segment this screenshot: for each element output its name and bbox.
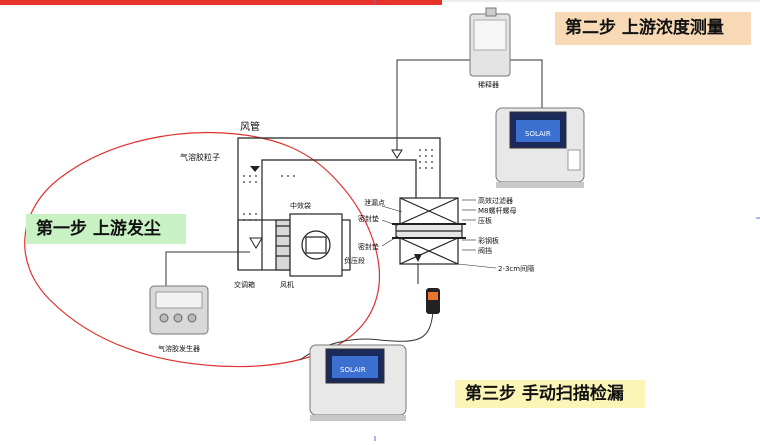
aerosol-particles-label: 气溶胶粒子 [180,153,220,162]
step1-outline [24,131,380,368]
top-red-bar [0,0,442,5]
transition-box-label: 交调箱 [234,281,255,289]
seal-pad-top-label: 密封垫 [358,215,379,223]
aerosol-generator-label: 气溶胶发生器 [158,345,200,353]
hepa-filter-box [392,197,466,265]
air-handling-unit [237,213,351,277]
upstream-particle-counter [495,107,585,188]
aerosol-generator-device [149,285,209,335]
baffle-label: 阀挡 [478,247,492,255]
color-steel-plate-label: 彩钢板 [478,237,499,245]
duct [237,137,441,270]
fan-label: 风机 [280,281,294,289]
hepa-filter-label: 高效过滤器 [478,197,513,205]
annotation-leaders [381,199,497,269]
gap-label: 2-3cm间隔 [498,265,535,273]
step2-label: 第二步 上游浓度测量 [555,12,751,45]
middle-filter-label: 中效袋 [290,202,311,210]
pressure-plate-label: 压板 [478,217,492,225]
duct-label: 风管 [240,122,260,133]
handheld-probe [426,288,440,314]
step3-label: 第三步 手动扫描检漏 [455,380,645,408]
step1-label: 第一步 上游发尘 [26,214,186,244]
sample-tubes [165,59,543,361]
downstream-particle-counter [309,344,407,421]
aerosol-inlet-funnel [249,237,263,249]
top-gray-bar [442,0,760,2]
downstream-counter-brand: SOLAIR [340,366,366,374]
upstream-sampling-funnel [391,149,403,159]
leak-point-label: 泄漏点 [364,199,385,207]
bolt-nut-label: M8螺杆螺母 [478,207,517,215]
negative-pressure-label: 负压段 [344,257,365,265]
diluter-device [469,7,511,77]
upstream-counter-brand: SOLAIR [525,130,551,138]
diluter-label: 稀释器 [478,81,499,89]
seal-pad-bottom-label: 密封垫 [358,243,379,251]
particle-arrow [250,166,260,172]
downstream-arrow [414,254,422,262]
corner-marks [374,0,760,441]
